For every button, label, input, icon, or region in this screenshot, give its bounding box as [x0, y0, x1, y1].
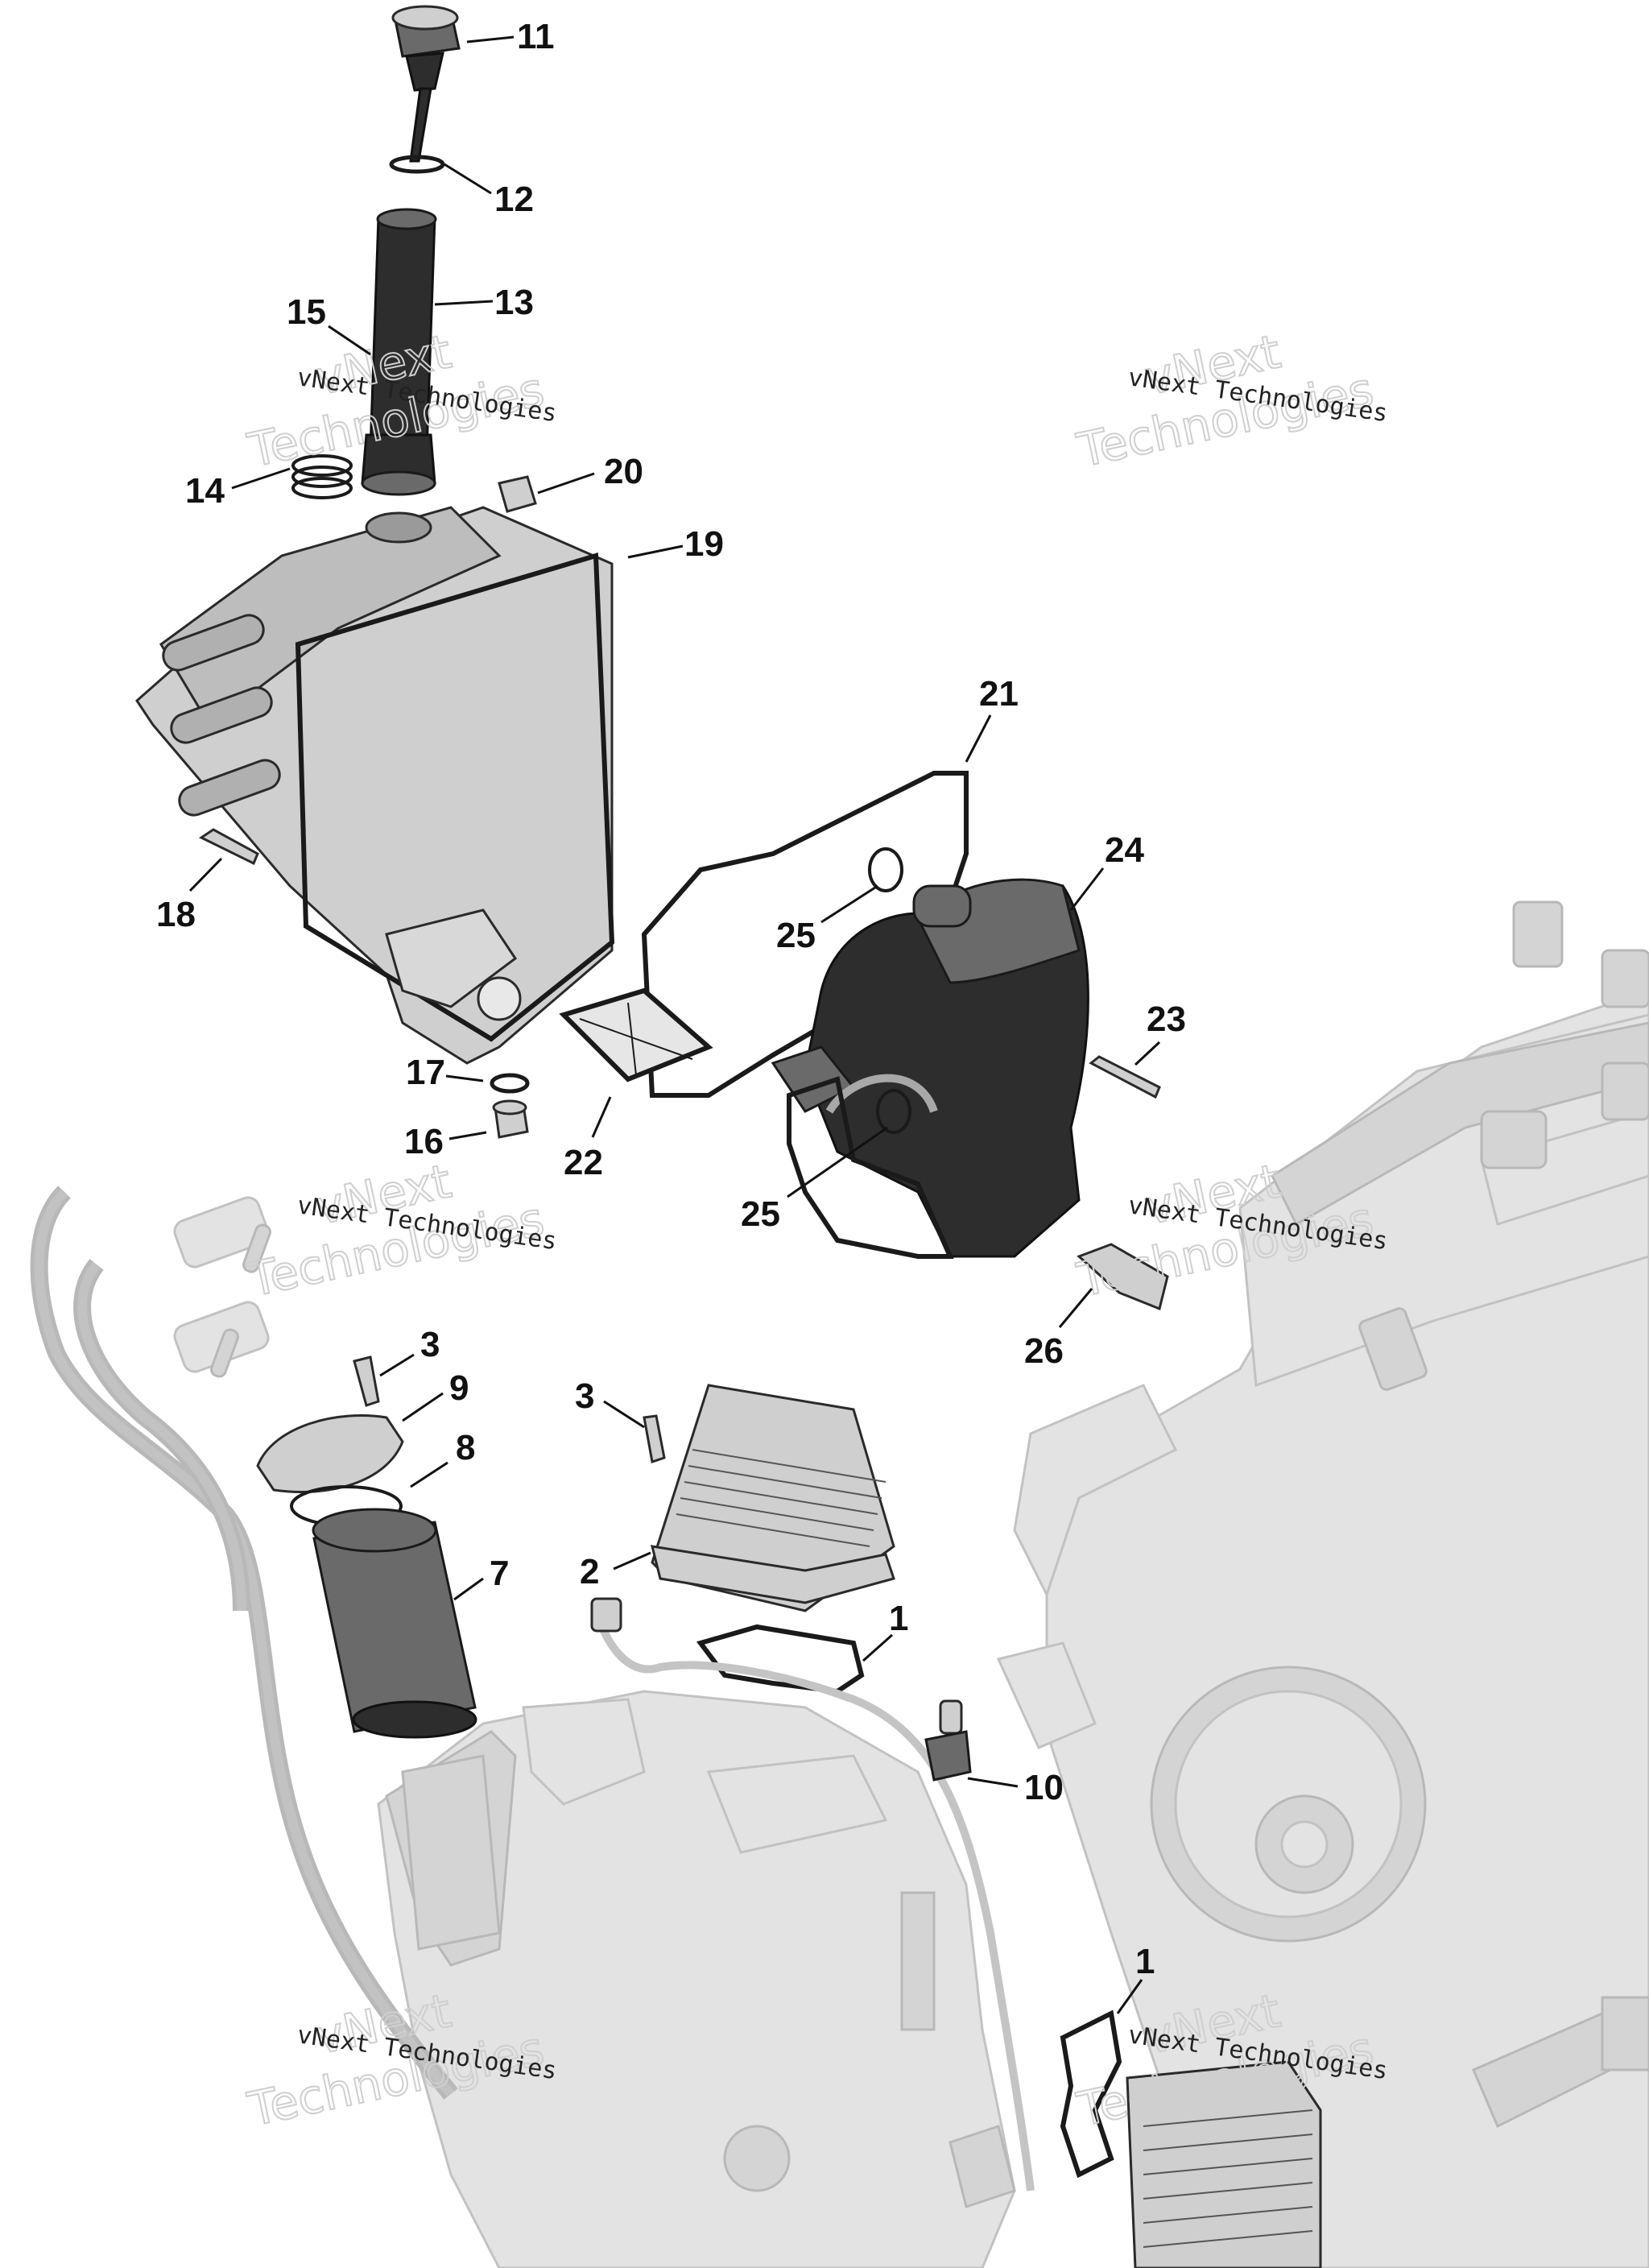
leader-8	[410, 1461, 448, 1488]
part-19-cover	[135, 506, 615, 1065]
leader-15	[328, 325, 371, 356]
part-17-washer	[490, 1073, 530, 1094]
leader-16	[448, 1131, 487, 1140]
part-25-o-ring-lower	[876, 1089, 911, 1134]
leader-3-cooler	[603, 1400, 645, 1429]
callout-1-lower: 1	[1135, 1942, 1155, 1981]
leader-17	[445, 1074, 484, 1082]
callout-24: 24	[1105, 830, 1144, 870]
part-1-gasket-lower	[1060, 2009, 1122, 2179]
part-14-spring-ring	[291, 454, 353, 499]
callout-16: 16	[404, 1122, 444, 1161]
callout-10: 10	[1024, 1768, 1064, 1807]
leader-25-lower	[787, 1126, 888, 1198]
leader-12	[444, 163, 492, 195]
callout-1-upper: 1	[889, 1599, 908, 1638]
part-13-filler-tube	[361, 208, 437, 496]
part-18-bolt	[199, 828, 259, 866]
part-24-oil-separator	[771, 878, 1089, 1258]
part-11-oil-cap	[391, 5, 461, 163]
lower-housing-ghost	[30, 1186, 1016, 2268]
part-1-gasket-upper	[696, 1624, 865, 1695]
callout-14: 14	[185, 471, 225, 511]
callout-11: 11	[517, 17, 555, 56]
part-21-gasket	[641, 771, 969, 1098]
leader-20	[537, 472, 595, 495]
callout-18: 18	[156, 895, 196, 934]
callout-3-cooler: 3	[575, 1376, 594, 1416]
part-12-o-ring	[389, 155, 445, 174]
leader-19	[627, 544, 684, 559]
part-7-oil-filter	[312, 1508, 477, 1739]
callout-17: 17	[406, 1053, 445, 1092]
callout-15: 15	[287, 292, 326, 332]
part-20-plug	[498, 475, 537, 513]
callout-13: 13	[494, 283, 534, 322]
part-2-oil-cooler	[650, 1384, 895, 1612]
part-3-bolt-cooler	[643, 1414, 666, 1463]
callout-2: 2	[580, 1552, 599, 1591]
leader-2	[613, 1551, 651, 1571]
callout-leaders	[188, 35, 1161, 2014]
sensor-wire	[592, 1609, 1035, 2191]
callout-25-upper: 25	[776, 916, 816, 955]
part-26-fitting	[1077, 1243, 1169, 1311]
callout-9: 9	[449, 1368, 469, 1408]
part-25-o-ring-upper	[868, 847, 903, 892]
callout-26: 26	[1024, 1331, 1064, 1371]
part-24-base-gasket	[787, 1076, 954, 1259]
part-22-screen	[559, 987, 713, 1082]
leader-23	[1134, 1041, 1161, 1066]
leader-13	[434, 300, 494, 306]
leader-22	[591, 1096, 612, 1138]
callout-21: 21	[979, 674, 1019, 714]
leader-11	[466, 35, 515, 43]
callout-8: 8	[456, 1428, 475, 1467]
part-2-oil-cooler-lower	[1126, 2060, 1322, 2268]
leader-9	[402, 1392, 444, 1422]
callout-19: 19	[684, 524, 724, 564]
part-23-bolt	[1089, 1055, 1161, 1099]
leader-10	[967, 1777, 1019, 1788]
leader-1-upper	[862, 1633, 893, 1662]
callout-labels: 11 12 13 15 14 20 19 21 24 25 18 23 17 1…	[156, 17, 1186, 1981]
callout-3-left: 3	[420, 1325, 440, 1364]
part-10-pressure-switch	[924, 1699, 972, 1782]
leader-1-lower	[1116, 1979, 1143, 2014]
callout-25-lower: 25	[741, 1194, 780, 1234]
leader-24	[1069, 867, 1105, 911]
callout-23: 23	[1147, 999, 1186, 1039]
callout-12: 12	[494, 180, 534, 219]
part-3-bolt-left	[353, 1355, 380, 1407]
leader-21	[965, 714, 992, 763]
part-9-filter-cap	[256, 1414, 404, 1493]
part-16-drain-plug	[492, 1099, 529, 1139]
callout-22: 22	[564, 1143, 603, 1182]
leader-7	[453, 1577, 484, 1601]
engine-block-ghost	[996, 900, 1649, 2268]
leader-18	[188, 857, 223, 892]
leader-3-left	[379, 1353, 415, 1377]
leader-25-upper	[820, 884, 878, 924]
callout-7: 7	[490, 1554, 509, 1593]
sensor-connector	[590, 1597, 622, 1633]
callout-20: 20	[604, 452, 643, 491]
leader-14	[231, 467, 291, 490]
leader-26	[1058, 1288, 1093, 1328]
